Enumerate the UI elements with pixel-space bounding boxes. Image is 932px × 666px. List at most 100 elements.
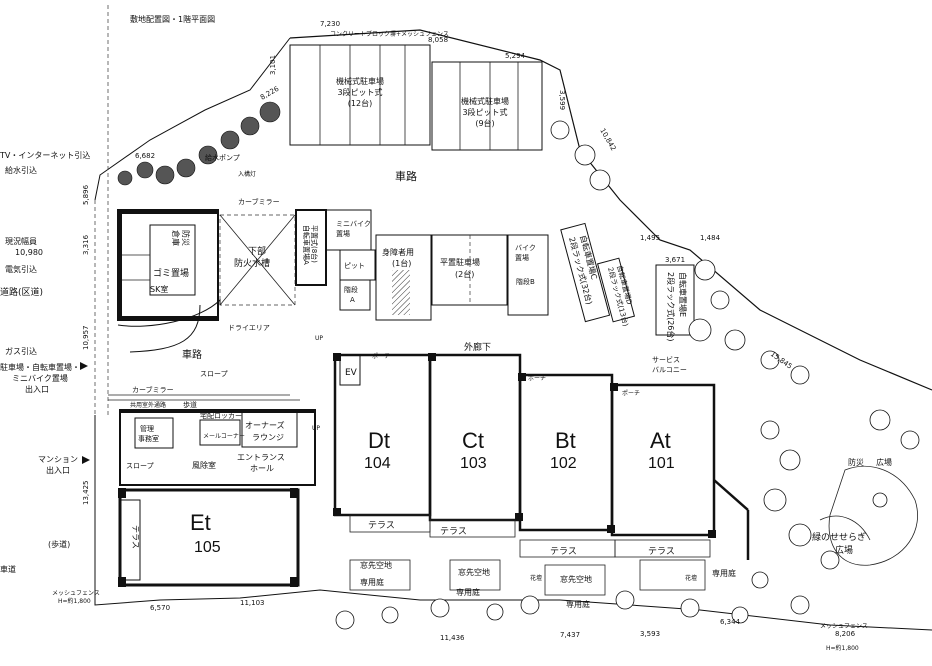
label-gas: ガス引込 bbox=[5, 346, 37, 356]
dim-right-1: 3,599 bbox=[558, 90, 566, 110]
unit-et-id: Et bbox=[190, 510, 211, 535]
dim-right-4: 1,484 bbox=[700, 234, 721, 242]
fire-store-2: 倉庫 bbox=[171, 230, 181, 246]
pit-label: ピット bbox=[344, 262, 365, 270]
dim-left-1: 3,101 bbox=[269, 55, 277, 75]
fire-store-1: 防災 bbox=[181, 230, 191, 246]
mech-parking-1-count: (12台) bbox=[348, 98, 372, 108]
bicycle-cde bbox=[560, 222, 695, 336]
bike-1: バイク bbox=[515, 244, 536, 252]
outer-corridor-label: 外廊下 bbox=[464, 341, 491, 353]
dim-left-2: 5,896 bbox=[82, 184, 90, 205]
dim-right-6: 3,671 bbox=[665, 256, 685, 264]
terrace-row bbox=[349, 514, 711, 596]
mech-parking-2-title: 機械式駐車場 bbox=[461, 96, 509, 106]
unit-et-number: 105 bbox=[194, 539, 221, 556]
dry-area-label: ドライエリア bbox=[228, 324, 270, 332]
curve-mirror-mid: カーブミラー bbox=[132, 385, 174, 394]
unit-dt-id: Dt bbox=[368, 428, 390, 453]
curve-mirror-top: カーブミラー bbox=[238, 197, 280, 206]
site-boundary bbox=[94, 5, 932, 631]
dim-right-3: 1,495 bbox=[640, 234, 660, 242]
ev-label: EV bbox=[345, 368, 358, 378]
mech-parking-2-type: 3段ピット式 bbox=[462, 107, 507, 117]
slope-label-1: スロープ bbox=[200, 370, 228, 378]
unit-et-terrace: テラス bbox=[131, 525, 140, 549]
flower-bed-2: 花壇 bbox=[685, 574, 697, 582]
tank-label-1: 下部 bbox=[248, 245, 266, 257]
dim-right-2: 10,842 bbox=[598, 127, 617, 152]
drawing-title: 敷地配置図・1階平面図 bbox=[130, 14, 215, 24]
terrace-bt: テラス bbox=[550, 546, 577, 557]
driveway bbox=[108, 298, 300, 401]
dim-bot-3: 11,436 bbox=[440, 634, 465, 642]
garden-at: 専用庭 bbox=[712, 568, 736, 578]
bicycle-e-1: 自転車置場E bbox=[678, 272, 688, 317]
unit-bt-number: 102 bbox=[550, 455, 577, 472]
label-road-district: 道路(区道) bbox=[0, 286, 43, 298]
mail-corner: メールコーナー bbox=[203, 433, 245, 440]
entrance-light-label: 入構灯 bbox=[238, 170, 256, 178]
flat-parking-1: 平置駐車場 bbox=[440, 257, 480, 267]
trees-right bbox=[688, 259, 920, 589]
label-sidewalk: (歩道) bbox=[48, 539, 70, 549]
mech-parking-1-title: 機械式駐車場 bbox=[336, 76, 384, 86]
green-plaza-2: 広場 bbox=[835, 544, 853, 556]
pump-label: 給水ポンプ bbox=[205, 153, 240, 162]
unit-bt-102 bbox=[518, 373, 615, 533]
up-label-1: UP bbox=[315, 335, 323, 342]
entrance-hall-2: ホール bbox=[250, 464, 274, 473]
manager-2: 事務室 bbox=[138, 434, 159, 443]
service-balcony-1: サービス bbox=[652, 355, 680, 364]
fence-bottom-right: メッシュフェンス bbox=[820, 623, 868, 630]
label-road-small: 車道 bbox=[0, 564, 16, 574]
stair-a-2: A bbox=[350, 296, 355, 304]
entrance-hall-1: エントランス bbox=[237, 453, 285, 462]
sk-label: SK室 bbox=[150, 284, 168, 294]
road-mid-label: 車路 bbox=[182, 348, 202, 361]
garden-bt: 専用庭 bbox=[566, 599, 590, 609]
fence-height-left: H=約1,800 bbox=[58, 597, 91, 605]
slope-label-2: スロープ bbox=[126, 462, 154, 470]
trees-bottom bbox=[335, 590, 810, 630]
porch-label-2: ポーチ bbox=[528, 374, 546, 382]
trees-top-left bbox=[117, 101, 611, 191]
fence-height-right: H=約1,800 bbox=[826, 644, 859, 652]
garbage-label: ゴミ置場 bbox=[153, 267, 189, 279]
dim-bot-2: 11,103 bbox=[240, 599, 265, 607]
label-parking-entrance-2: ミニバイク置場 bbox=[12, 373, 68, 383]
mech-parking-1-type: 3段ピット式 bbox=[337, 87, 382, 97]
fence-bottom-left: メッシュフェンス bbox=[52, 590, 100, 597]
shared-corridor: 共用室外通路 bbox=[130, 401, 166, 409]
dim-left-3: 3,316 bbox=[82, 234, 90, 255]
mech-parking-2-count: (9台) bbox=[475, 118, 494, 128]
dim-top-3: 5,294 bbox=[505, 52, 526, 60]
label-water: 給水引込 bbox=[5, 165, 37, 175]
unit-dt-number: 104 bbox=[364, 455, 391, 472]
label-mansion-entrance-2: 出入口 bbox=[46, 465, 70, 475]
garden-dt: 専用庭 bbox=[360, 577, 384, 587]
dim-bot-5: 3,593 bbox=[640, 630, 660, 638]
dim-top-left: 8,226 bbox=[259, 85, 281, 102]
dim-gl-1: 6,682 bbox=[135, 152, 155, 160]
unit-ct-number: 103 bbox=[460, 455, 487, 472]
sidewalk-label: 歩道 bbox=[183, 400, 197, 409]
bicycle-e-2: 2段ラック式(26台) bbox=[666, 272, 676, 342]
label-width: 現況幅員 bbox=[5, 236, 37, 246]
dry-area-dt: 窓先空地 bbox=[360, 560, 392, 570]
flat-parking-block bbox=[375, 234, 549, 321]
green-plaza-1: 緑のせせらぎ bbox=[812, 531, 866, 543]
mechanical-parking-2: 機械式駐車場 3段ピット式 (9台) bbox=[431, 61, 543, 151]
dim-bot-1: 6,570 bbox=[150, 604, 170, 612]
stair-b: 階段B bbox=[516, 277, 535, 286]
label-mansion-entrance-1: マンション bbox=[38, 455, 78, 464]
flat-parking-2: (2台) bbox=[455, 269, 474, 279]
bicycle-a-1: 自転車置場A bbox=[302, 225, 311, 265]
lobby-block bbox=[119, 409, 316, 486]
dry-area-bt: 窓先空地 bbox=[560, 574, 592, 584]
disaster-plaza-2: 広場 bbox=[876, 457, 892, 467]
stair-a-1: 階段 bbox=[344, 285, 358, 294]
bike-2: 置場 bbox=[515, 253, 529, 262]
fence-top: コンクリートブロック塀+メッシュフェンス bbox=[330, 30, 449, 38]
